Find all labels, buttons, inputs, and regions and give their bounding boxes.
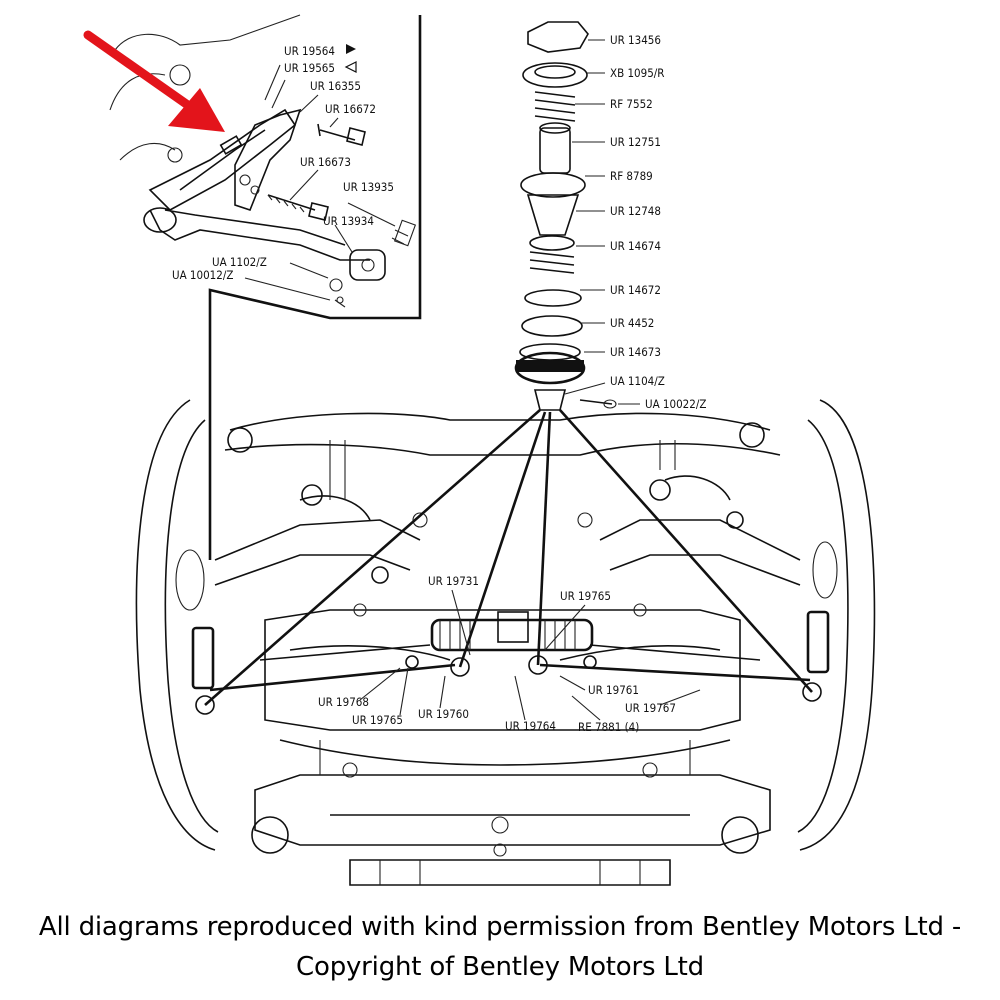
- exploded-label: UR 14673: [610, 345, 661, 359]
- caption-line-1: All diagrams reproduced with kind permis…: [38, 912, 962, 942]
- inset-label: UR 19564: [284, 44, 335, 58]
- exploded-parts: [204, 21, 813, 706]
- main-label: UR 19761: [588, 683, 639, 697]
- red-arrow-icon: [83, 30, 225, 132]
- main-label: UR 19767: [625, 701, 676, 715]
- inset-label: UR 16355: [310, 79, 361, 93]
- inset-label: UR 16672: [325, 102, 376, 116]
- main-label: RE 7881 (4): [578, 720, 639, 734]
- exploded-label: XB 1095/R: [610, 66, 664, 80]
- exploded-label: UR 4452: [610, 316, 654, 330]
- exploded-label: UR 12748: [610, 204, 661, 218]
- inset-label: UR 19565: [284, 61, 335, 75]
- subframe-drawing: [135, 399, 876, 886]
- main-label: UR 19731: [428, 574, 479, 588]
- exploded-label: UA 1104/Z: [610, 374, 665, 388]
- inset-panel: [109, 14, 422, 560]
- exploded-label: UR 14674: [610, 239, 661, 253]
- inset-label: UR 13935: [343, 180, 394, 194]
- inset-label: UA 1102/Z: [212, 255, 267, 269]
- inset-label-group: UR 19564 UR 19565 UR 16355 UR 16672 UR 1…: [172, 44, 394, 282]
- exploded-label: UR 12751: [610, 135, 661, 149]
- exploded-label: UR 14672: [610, 283, 661, 297]
- exploded-label: UR 13456: [610, 33, 661, 47]
- main-label: UR 19768: [318, 695, 369, 709]
- inset-label: UR 13934: [323, 214, 374, 228]
- exploded-label-group: UR 13456 XB 1095/R RF 7552 UR 12751 RF 8…: [610, 33, 706, 411]
- exploded-label: RF 8789: [610, 169, 653, 183]
- exploded-label: UA 10022/Z: [645, 397, 706, 411]
- main-label: UR 19760: [418, 707, 469, 721]
- exploded-label: RF 7552: [610, 97, 653, 111]
- main-label: UR 19765: [560, 589, 611, 603]
- inset-label: UR 16673: [300, 155, 351, 169]
- main-label: UR 19765: [352, 713, 403, 727]
- inset-label: UA 10012/Z: [172, 268, 233, 282]
- caption-line-2: Copyright of Bentley Motors Ltd: [296, 952, 704, 982]
- main-label-group: UR 19731 UR 19765 UR 19761 UR 19768 UR 1…: [318, 574, 701, 734]
- main-label: UR 19764: [505, 719, 556, 733]
